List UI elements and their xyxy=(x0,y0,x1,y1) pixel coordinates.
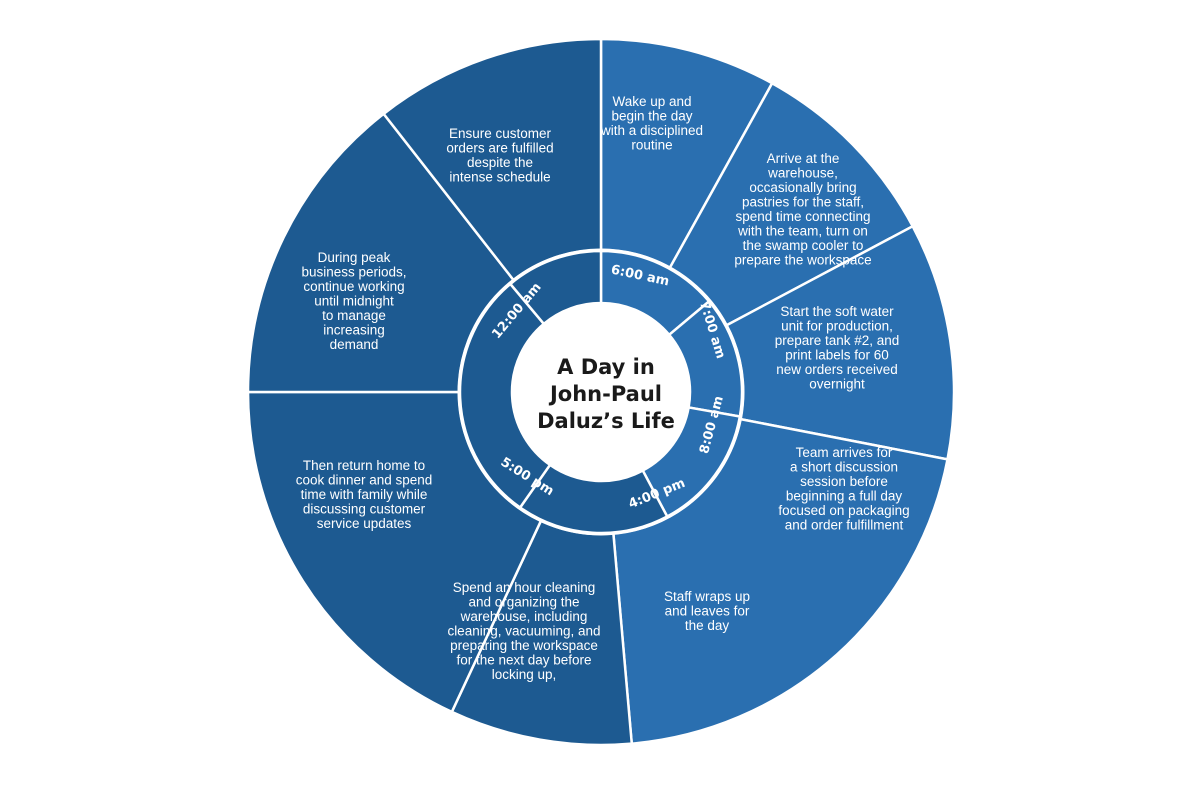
segment-description-line: orders are fulfilled xyxy=(446,141,553,156)
segment-description-line: routine xyxy=(631,138,672,153)
segment-description-line: business periods, xyxy=(301,265,406,280)
segment-description-line: and leaves for xyxy=(665,604,750,619)
center-title-line-3: Daluz’s Life xyxy=(537,409,675,433)
segment-description-line: cook dinner and spend xyxy=(296,473,433,488)
segment-description-line: and organizing the xyxy=(468,595,579,610)
segment-description-line: the day xyxy=(685,618,730,633)
segment-description-line: cleaning, vacuuming, and xyxy=(447,624,600,639)
segment-description-line: the swamp cooler to xyxy=(743,238,864,253)
segment-description-line: preparing the workspace xyxy=(450,638,598,653)
outer-segments xyxy=(246,37,956,747)
segment-description-line: new orders received xyxy=(776,362,898,377)
segment-description-line: with the team, turn on xyxy=(737,224,868,239)
center-title-line-1: A Day in xyxy=(557,355,655,379)
segment-description-line: unit for production, xyxy=(781,319,893,334)
segment-description-line: Wake up and xyxy=(612,94,691,109)
segment-description-line: discussing customer xyxy=(303,502,426,517)
segment-description-line: Ensure customer xyxy=(449,126,552,141)
segment-description-line: with a disciplined xyxy=(600,123,703,138)
segment-description-line: occasionally bring xyxy=(749,180,856,195)
segment-description-line: overnight xyxy=(809,377,865,392)
segment-description-line: begin the day xyxy=(611,109,692,124)
segment-description-line: demand xyxy=(330,337,379,352)
segment-description-line: despite the xyxy=(467,155,533,170)
segment-description-line: Team arrives for xyxy=(796,445,893,460)
segment-description-line: warehouse, xyxy=(767,166,838,181)
segment-description-line: prepare tank #2, and xyxy=(775,333,900,348)
center-circle xyxy=(512,303,690,481)
segment-description-line: service updates xyxy=(317,516,412,531)
segment-description-line: a short discussion xyxy=(790,460,898,475)
segment-description-line: increasing xyxy=(323,323,385,338)
segment-description-line: Then return home to xyxy=(303,458,425,473)
segment-description-line: Arrive at the xyxy=(767,151,840,166)
segment-description-line: print labels for 60 xyxy=(785,348,889,363)
segment-description-line: Start the soft water xyxy=(780,304,894,319)
time-ring xyxy=(457,248,745,536)
segment-description-line: beginning a full day xyxy=(786,489,903,504)
separator-ring xyxy=(457,248,745,536)
segment-description-line: locking up, xyxy=(492,667,557,682)
segment-description-line: intense schedule xyxy=(449,170,550,185)
segment-description-line: warehouse, including xyxy=(460,609,588,624)
segment-description-line: prepare the workspace xyxy=(734,253,871,268)
segment-description-line: and order fulfillment xyxy=(785,518,904,533)
segment-description-line: time with family while xyxy=(301,487,428,502)
segment-description-line: focused on packaging xyxy=(778,503,909,518)
segment-description-line: During peak xyxy=(318,250,391,265)
segment-description-line: session before xyxy=(800,474,888,489)
center-title-line-2: John-Paul xyxy=(548,382,662,406)
segment-description-line: until midnight xyxy=(314,294,394,309)
segment-description-line: Staff wraps up xyxy=(664,589,750,604)
segment-description-line: for the next day before xyxy=(456,653,591,668)
segment-description-line: spend time connecting xyxy=(735,209,870,224)
segment-description-line: to manage xyxy=(322,308,386,323)
segment-description-line: Spend an hour cleaning xyxy=(453,580,596,595)
segment-description-line: continue working xyxy=(303,279,404,294)
center-title: A Day in John-Paul Daluz’s Life xyxy=(512,303,690,481)
segment-description-line: pastries for the staff, xyxy=(742,195,864,210)
